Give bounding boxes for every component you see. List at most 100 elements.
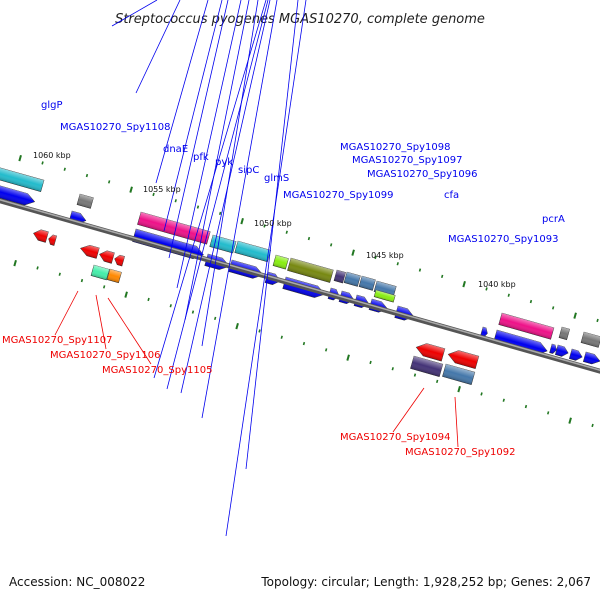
gene-spy1105-box[interactable] [90,264,110,281]
lower-scale-tick [147,297,150,302]
gene-spy1108-box[interactable] [76,193,94,209]
leader-line [155,0,209,184]
gene-label-top[interactable]: MGAS10270_Spy1093 [448,234,558,245]
upper-scale-tick [529,299,533,304]
gene-spy1092-box[interactable] [442,363,476,386]
gene-pyk-box[interactable] [234,240,272,263]
gene-label-top[interactable]: glmS [264,173,289,184]
gene-pcrA-arrow-1[interactable] [554,344,569,358]
scale-label-1045: 1045 kbp [366,251,404,260]
upper-scale-tick [507,293,510,297]
gene-glmS-box[interactable] [287,257,334,283]
gene-spy1106a-arrow[interactable] [79,243,100,259]
lower-scale-tick [480,392,483,396]
upper-scale-tick [18,154,22,162]
gene-spy1099-box[interactable] [333,269,346,284]
upper-scale-tick [351,249,355,256]
lower-scale-tick [568,417,572,424]
lower-scale-tick [502,398,505,402]
gene-label-top[interactable]: glgP [41,100,63,111]
gene-spy1106c-arrow[interactable] [113,254,125,267]
gene-label-bottom[interactable]: MGAS10270_Spy1094 [340,432,450,443]
lower-scale-tick [391,367,394,371]
lower-scale-tick [13,260,17,267]
leader-line [107,297,152,365]
leader-line [166,0,269,390]
gene-label-bottom[interactable]: MGAS10270_Spy1107 [2,335,112,346]
gene-spy1097-box[interactable] [358,275,376,291]
lower-scale-tick [235,323,239,330]
gene-pfk-box[interactable] [209,234,237,254]
lower-scale-tick [102,285,106,289]
gene-glgP-arrow[interactable] [0,183,36,208]
leader-line [163,0,223,232]
gene-label-top[interactable]: pyk [215,157,233,168]
genome-backbone [0,198,600,374]
gene-pcrA-arrow-3[interactable] [582,351,600,366]
lower-scale-tick [369,360,372,365]
gene-pcrA-arrow-4[interactable] [549,343,558,354]
gene-spy1094a-arrow[interactable] [414,341,446,362]
gene-spy1094b-arrow[interactable] [446,348,480,370]
upper-scale-tick [462,281,466,288]
leader-line [454,396,459,448]
gene-label-top[interactable]: MGAS10270_Spy1097 [352,155,462,166]
gene-spy1107b-arrow[interactable] [47,234,58,246]
gene-label-top[interactable]: MGAS10270_Spy1108 [60,122,170,133]
leader-line [176,0,242,289]
scale-label-1050: 1050 kbp [254,219,292,228]
lower-scale-tick [213,316,217,321]
gene-label-top[interactable]: MGAS10270_Spy1099 [283,190,393,201]
scale-label-1040: 1040 kbp [478,280,516,289]
upper-scale-tick [329,243,333,247]
gene-label-top[interactable]: sipC [238,165,259,176]
gene-spy1105b-box[interactable] [106,268,122,284]
lower-scale-tick [124,291,128,298]
leader-line [392,387,425,433]
gene-dnaE-box[interactable] [137,211,211,245]
lower-scale-tick [191,310,195,314]
gene-spy1106b-arrow[interactable] [98,249,115,264]
gene-pcrA-gray-1[interactable] [558,326,571,341]
gene-spy1093-box[interactable] [498,312,555,340]
accession-text: Accession: NC_008022 [9,575,145,589]
upper-scale-tick [129,186,133,193]
gene-label-top[interactable]: pcrA [542,214,565,225]
leader-line [201,0,278,419]
upper-scale-tick [396,262,399,266]
leader-line [184,0,250,321]
upper-scale-tick [152,192,155,197]
leader-line [168,0,229,259]
scale-label-1055: 1055 kbp [143,185,181,194]
genome-summary-text: Topology: circular; Length: 1,928,252 bp… [260,575,591,589]
lower-scale-tick [524,404,528,409]
gene-label-top[interactable]: dnaE [163,144,188,155]
gene-label-top[interactable]: pfk [193,152,209,163]
gene-label-top[interactable]: MGAS10270_Spy1098 [340,142,450,153]
gene-spy1094-box[interactable] [410,355,444,378]
gene-sipC-box[interactable] [272,254,289,270]
leader-line [225,0,307,537]
gene-pcrA-gray-2[interactable] [580,331,600,348]
gene-label-top[interactable]: cfa [444,190,459,201]
gene-label-bottom[interactable]: MGAS10270_Spy1092 [405,447,515,458]
upper-scale-tick [596,318,599,323]
gene-pcrA-arrow-2[interactable] [568,348,583,362]
lower-scale-tick [302,341,306,346]
gene-glgP-box[interactable] [0,165,45,193]
upper-scale-tick [573,312,577,319]
gene-spy1096b-box[interactable] [373,289,396,303]
lower-scale-tick [169,304,172,308]
gene-label-bottom[interactable]: MGAS10270_Spy1106 [50,350,160,361]
gene-spy1098-box[interactable] [343,271,361,287]
gene-label-top[interactable]: MGAS10270_Spy1096 [367,169,477,180]
gene-spy1107a-arrow[interactable] [32,228,49,243]
upper-scale-tick [240,217,244,225]
upper-scale-tick [107,180,111,184]
gene-label-bottom[interactable]: MGAS10270_Spy1105 [102,365,212,376]
leader-line [54,290,79,336]
upper-scale-tick [85,173,89,178]
upper-scale-tick [218,211,222,216]
